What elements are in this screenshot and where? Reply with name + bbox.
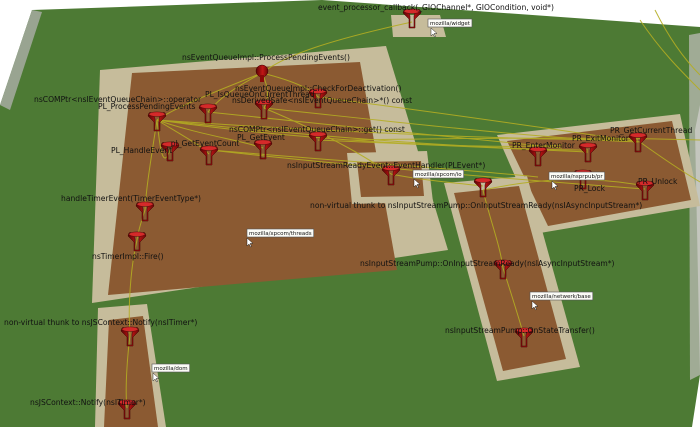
edge <box>207 111 563 149</box>
module-tile-dom[interactable] <box>104 316 158 427</box>
edge <box>136 209 146 241</box>
label-check-for-deactivation: nsEventQueueImpl::CheckForDeactivation() <box>235 84 401 93</box>
label-pr-exit-monitor: PR_ExitMonitor <box>572 134 630 143</box>
package-tag-netwerk[interactable]: mozilla/netwerk/base <box>529 291 594 311</box>
package-tag-xpcom-io[interactable]: mozilla/xpcom/io <box>412 169 464 189</box>
label-pr-enter-monitor: PR_EnterMonitor <box>512 141 576 150</box>
label-ready-handler: nsInputStreamReadyEvent::EventHandler(PL… <box>287 161 485 170</box>
mouse-pointer-icon <box>413 178 421 189</box>
label-js-notify: nsJSContext::Notify(nsITimer*) <box>30 398 146 407</box>
edge <box>261 21 413 74</box>
label-pr-get-current-thread: PR_GetCurrentThread <box>610 126 692 135</box>
module-tile-netwerk[interactable] <box>454 186 566 371</box>
package-tag-label: mozilla/nsprpub/pr <box>551 174 603 180</box>
edge <box>639 141 700 183</box>
label-get-event-count: _pl_GetEventCount <box>166 139 239 148</box>
package-tag-dom[interactable]: mozilla/dom <box>151 363 190 383</box>
edge <box>209 149 539 178</box>
module-tile-xpcom-threads[interactable] <box>108 62 397 295</box>
edge <box>390 173 484 187</box>
edge <box>639 19 700 91</box>
ground-side-left <box>0 10 42 110</box>
label-thunk-notify: non-virtual thunk to nsJSContext::Notify… <box>4 318 197 327</box>
label-pump-ready: nsInputStreamPump::OnInputStreamReady(ns… <box>360 259 615 268</box>
label-timer-fire: nsTimerImpl::Fire() <box>92 252 164 261</box>
package-tag-label: mozilla/xpcom/io <box>415 172 462 178</box>
edge <box>317 139 589 153</box>
edge <box>156 119 639 141</box>
edge <box>654 9 700 76</box>
mouse-pointer-icon <box>531 300 539 311</box>
label-pl-get-event: PL_GetEvent <box>237 133 285 142</box>
mouse-pointer-icon <box>430 27 438 38</box>
label-comptr-operator: nsCOMPtr<nsIEventQueueChain>::operator <box>34 95 202 104</box>
package-tag-nsprpub[interactable]: mozilla/nsprpub/pr <box>548 171 605 191</box>
label-pump-state: nsInputStreamPump::OnStateTransfer() <box>445 326 595 335</box>
label-derived-safe: nsDerivedSafe<nsIEventQueueChain>*() con… <box>232 96 412 105</box>
function-labels: event_processor_callback(_GIOChannel*, G… <box>4 3 692 407</box>
mouse-pointer-icon <box>246 237 254 248</box>
mouse-pointer-icon <box>551 180 559 191</box>
label-is-queue-on-thread: PL_IsQueueOnCurrentThread <box>205 90 315 99</box>
label-process-pending-events: nsEventQueueImpl::ProcessPendingEvents() <box>182 53 350 62</box>
label-handle-timer-event: handleTimerEvent(TimerEventType*) <box>61 194 201 203</box>
edge <box>317 96 641 143</box>
label-pl-process-pending: PL_ProcessPendingEvents <box>98 102 196 111</box>
label-pr-lock: PR_Lock <box>574 184 606 193</box>
edge <box>263 107 639 143</box>
edge <box>156 119 264 149</box>
package-tag-label: mozilla/widget <box>430 21 471 27</box>
package-tag-label: mozilla/dom <box>154 366 188 372</box>
label-pl-handle-event: PL_HandleEvent <box>111 146 172 155</box>
label-thunk-ready: non-virtual thunk to nsInputStreamPump::… <box>310 201 642 210</box>
label-event-processor: event_processor_callback(_GIOChannel*, G… <box>318 3 554 12</box>
package-tag-xpcom-threads[interactable]: mozilla/xpcom/threads <box>246 228 314 248</box>
edge <box>349 137 700 141</box>
edge <box>156 119 563 147</box>
mouse-pointer-icon <box>152 372 160 383</box>
package-tag-label: mozilla/xpcom/threads <box>249 231 312 237</box>
label-pr-unlock: PR_Unlock <box>638 177 678 186</box>
label-comptr-get: nsCOMPtr<nsIEventQueueChain>::get() cons… <box>229 125 405 134</box>
package-tag-label: mozilla/netwerk/base <box>532 294 591 300</box>
package-tag-gtk[interactable]: mozilla/widget <box>427 18 473 38</box>
